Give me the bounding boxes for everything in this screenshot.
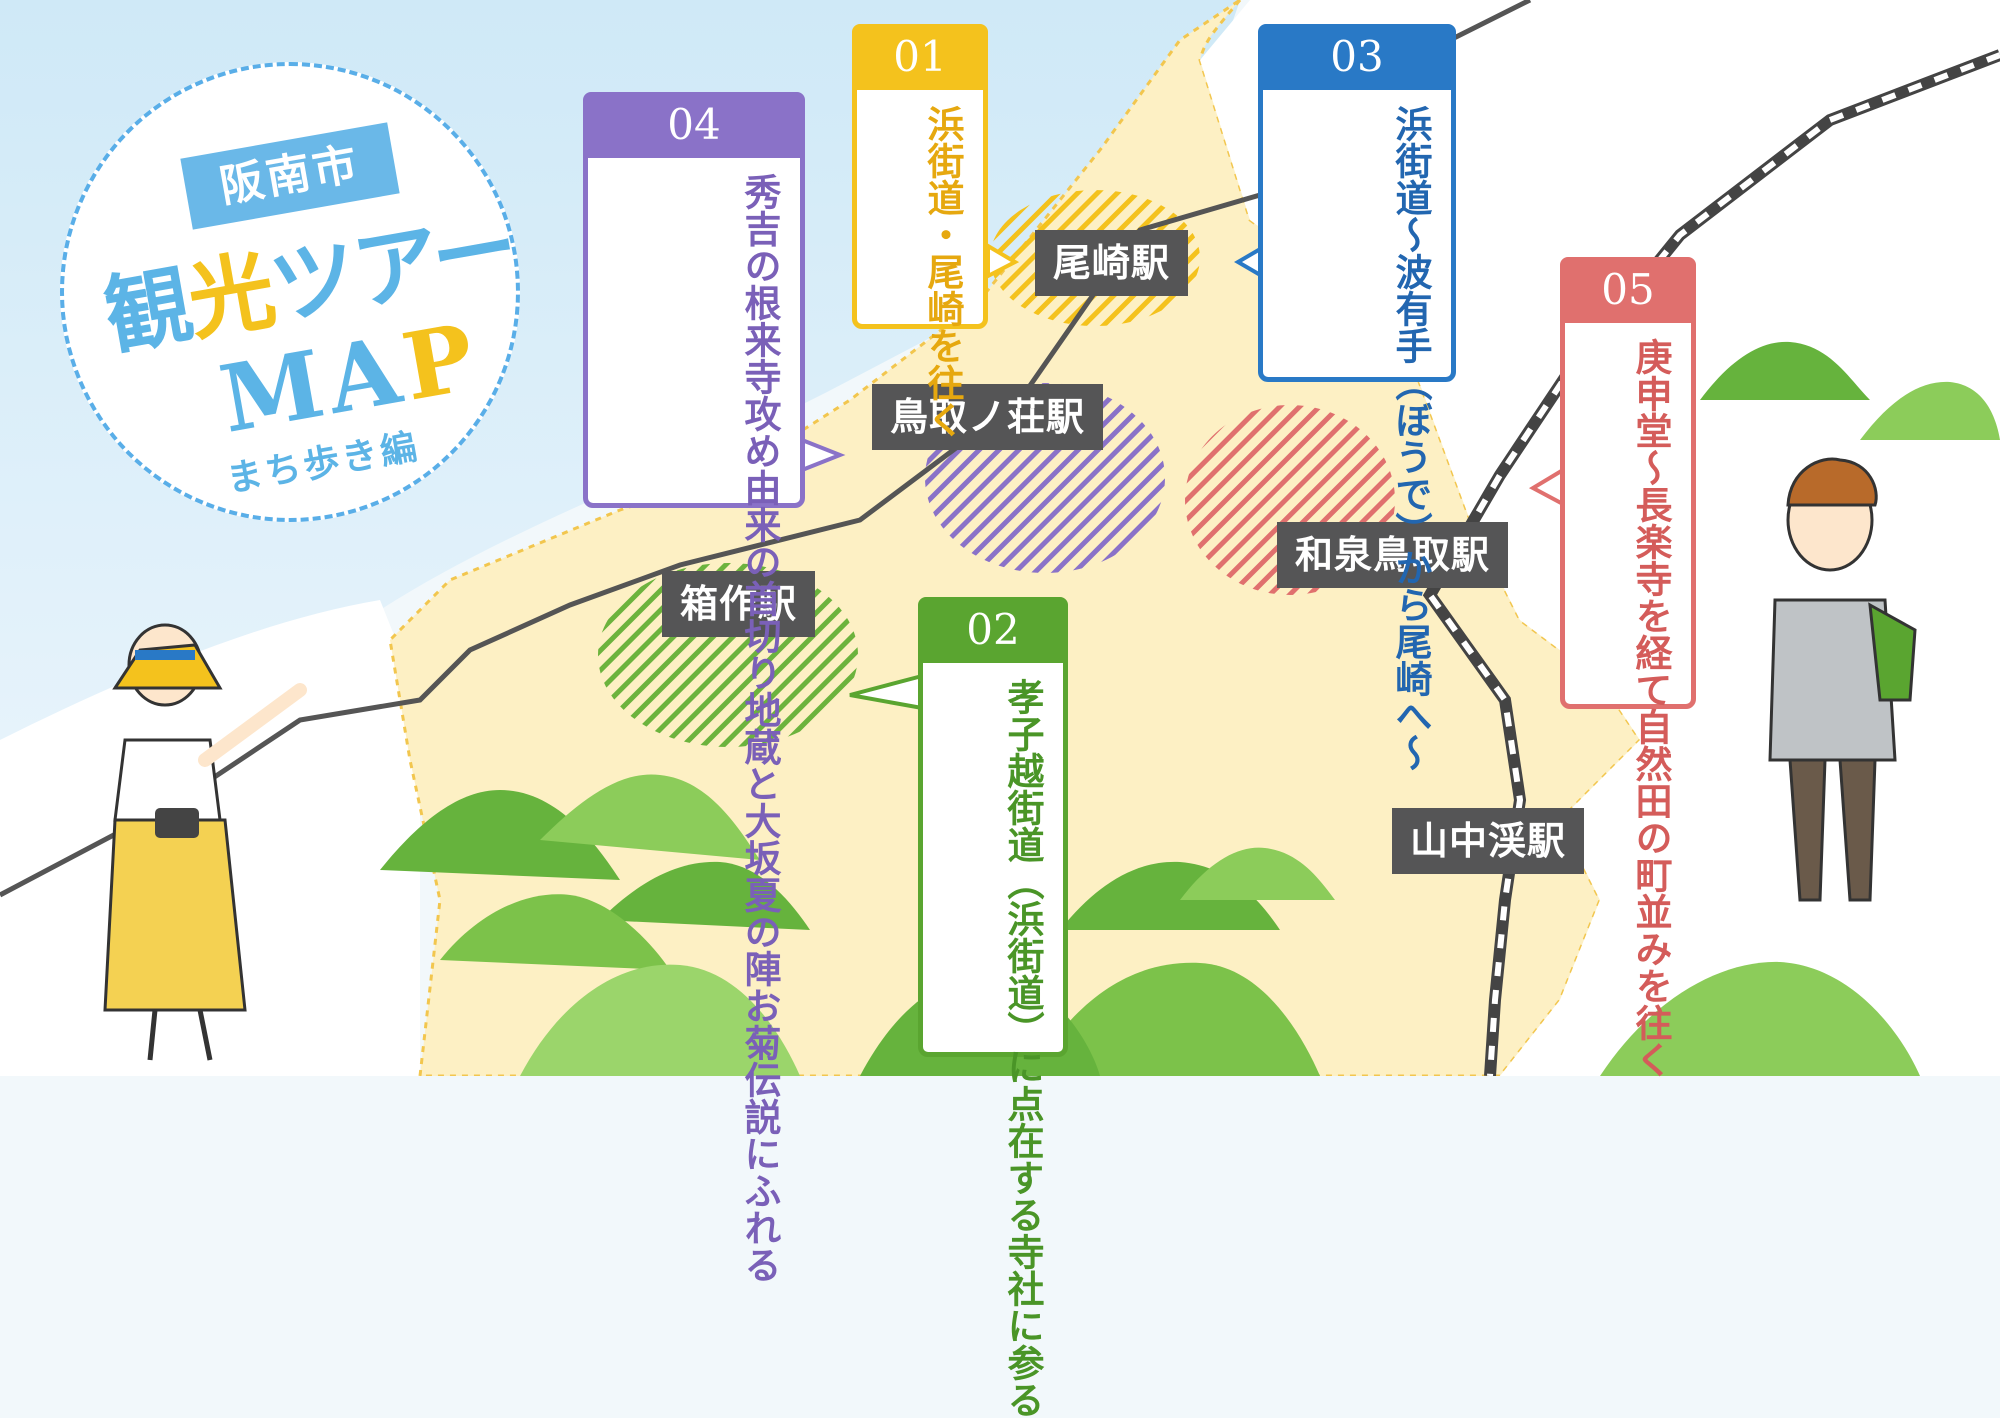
route-text-02: 孝子越街道︵浜街道︶に点在する寺社に参る: [1001, 678, 1045, 1418]
route-text-01: 浜街道・尾崎を往く: [921, 105, 965, 438]
route-number-04: 04: [583, 92, 805, 158]
route-card-03[interactable]: 03 浜街道～波有手︵ぼうで︶から尾崎へ～: [1258, 24, 1456, 771]
route-text-05: 庚申堂～長楽寺を経て自然田の町並みを往く: [1629, 338, 1673, 1078]
station-yamanakadani[interactable]: 山中渓駅: [1392, 808, 1585, 874]
route-card-02[interactable]: 02 孝子越街道︵浜街道︶に点在する寺社に参る: [918, 597, 1068, 1418]
route-card-04[interactable]: 04 秀吉の根来寺攻め由来の首切り地蔵と大坂夏の陣お菊伝説にふれる: [583, 92, 805, 1283]
route-text-04: 秀吉の根来寺攻め由来の首切り地蔵と大坂夏の陣お菊伝説にふれる: [606, 173, 782, 1283]
mountains: [380, 341, 2000, 1076]
pointer-01: [986, 242, 1020, 280]
route-number-02: 02: [918, 597, 1068, 663]
station-hakotsukuri[interactable]: 箱作駅: [662, 571, 816, 637]
title-badge: 阪南市 観光ツアー MAP まち歩き編: [60, 62, 524, 522]
striped-railway: [1422, 49, 2000, 1076]
route-number-05: 05: [1560, 257, 1696, 323]
station-tottorinosho[interactable]: 鳥取ノ荘駅: [872, 384, 1104, 450]
route-card-05[interactable]: 05 庚申堂～長楽寺を経て自然田の町並みを往く: [1560, 257, 1696, 1078]
station-izumi-tottori[interactable]: 和泉鳥取駅: [1277, 522, 1509, 588]
route-number-01: 01: [852, 24, 988, 90]
route-text-03: 浜街道～波有手︵ぼうで︶から尾崎へ～: [1281, 105, 1433, 771]
station-ozaki[interactable]: 尾崎駅: [1035, 230, 1189, 296]
tourist-girl-illustration: [103, 623, 307, 1061]
route-number-03: 03: [1258, 24, 1456, 90]
tourist-boy-illustration: [1768, 457, 1917, 902]
route-card-01[interactable]: 01 浜街道・尾崎を往く: [852, 24, 988, 438]
